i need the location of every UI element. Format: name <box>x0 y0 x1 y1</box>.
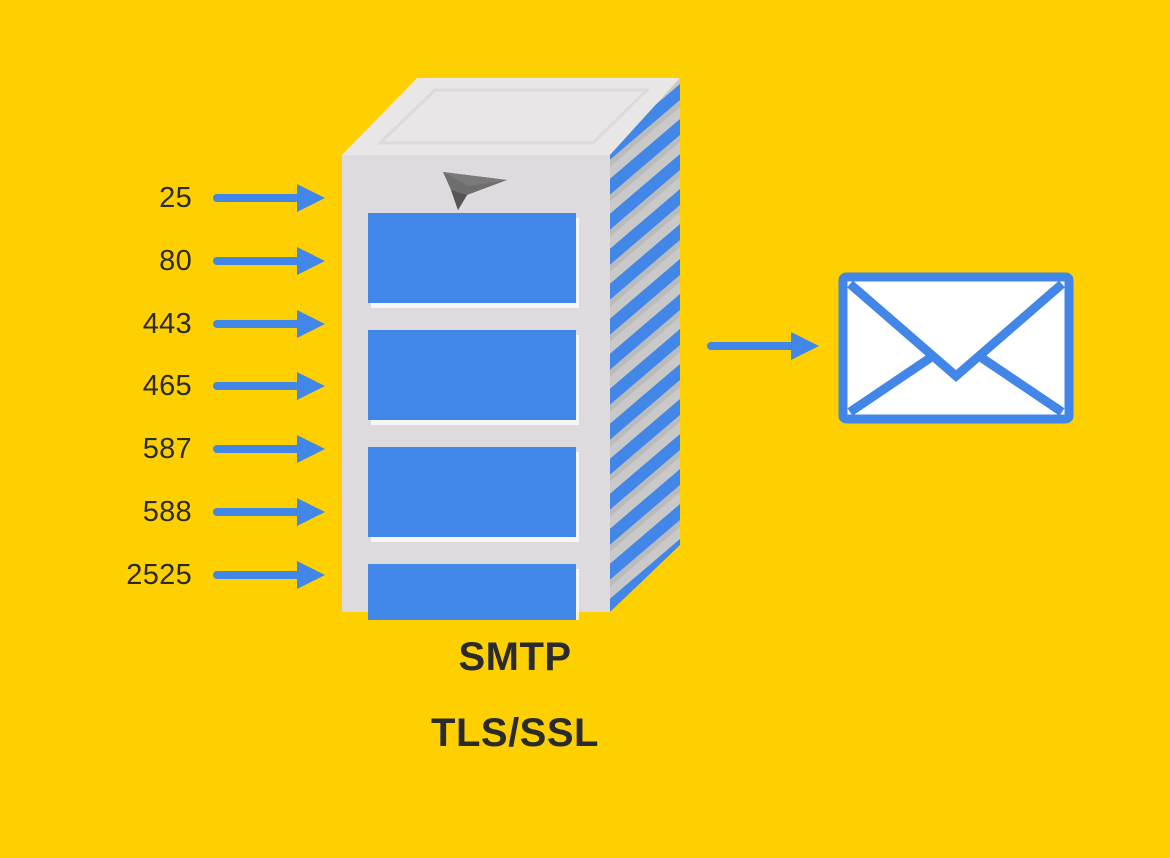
right-arrow-icon <box>213 372 325 400</box>
server-tower-icon <box>325 60 705 659</box>
vent-stripe <box>610 498 680 584</box>
server-drive-bay <box>368 447 576 537</box>
port-number-label: 443 <box>142 307 192 340</box>
vent-stripe <box>610 393 680 479</box>
page-title-line-2: TLS/SSL <box>431 711 599 755</box>
port-number-label: 25 <box>159 181 192 214</box>
port-row: 465 <box>0 366 330 406</box>
vent-stripe-shadow <box>610 304 680 381</box>
port-row: 443 <box>0 304 330 344</box>
right-arrow-icon <box>213 435 325 463</box>
port-number-label: 465 <box>142 369 192 402</box>
vent-stripe <box>610 183 680 269</box>
port-row: 25 <box>0 178 330 218</box>
port-row: 2525 <box>0 555 330 595</box>
vent-stripe <box>610 463 680 549</box>
vent-stripe <box>610 288 680 374</box>
vent-stripe <box>610 78 680 164</box>
right-arrow-icon <box>213 184 325 212</box>
server-drive-bay <box>368 564 576 654</box>
port-row: 80 <box>0 241 330 281</box>
port-number-label: 588 <box>142 495 192 528</box>
vent-stripe <box>610 253 680 339</box>
vent-stripe-shadow <box>610 409 680 486</box>
vent-stripe-shadow <box>610 199 680 276</box>
vent-stripe-shadow <box>610 164 680 241</box>
right-arrow-icon <box>213 498 325 526</box>
port-row: 588 <box>0 492 330 532</box>
vent-stripe <box>610 148 680 234</box>
vent-stripe-shadow <box>610 479 680 556</box>
vent-stripe <box>610 358 680 444</box>
vent-stripe <box>610 113 680 199</box>
vent-stripe-shadow <box>610 374 680 451</box>
port-number-label: 587 <box>142 432 192 465</box>
server-drive-bay <box>368 330 576 420</box>
vent-stripe-shadow <box>610 444 680 521</box>
vent-stripe-shadow <box>610 514 680 591</box>
vent-stripe-shadow <box>610 234 680 311</box>
right-arrow-icon <box>213 247 325 275</box>
vent-stripe <box>610 428 680 514</box>
right-arrow-icon <box>213 561 325 589</box>
port-number-label: 2525 <box>126 558 192 591</box>
vent-stripe <box>610 218 680 304</box>
vent-stripe-shadow <box>610 339 680 416</box>
page-title-line-1: SMTP <box>458 635 572 679</box>
port-row: 587 <box>0 429 330 469</box>
vent-stripe <box>610 323 680 409</box>
vent-stripe-shadow <box>610 129 680 206</box>
port-number-label: 80 <box>159 244 192 277</box>
vent-stripe-shadow <box>610 269 680 346</box>
envelope-icon <box>838 272 1074 424</box>
right-arrow-icon <box>213 310 325 338</box>
server-to-mail-arrow-icon <box>706 329 824 363</box>
vent-stripe-shadow <box>610 94 680 171</box>
paper-plane-icon <box>443 172 507 210</box>
server-drive-bay <box>368 213 576 303</box>
